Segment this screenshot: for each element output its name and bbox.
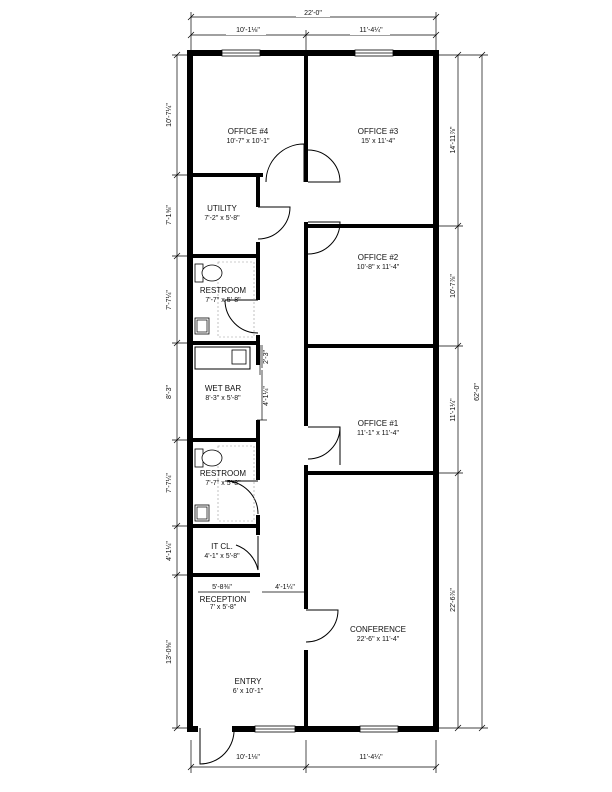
- office2-name: OFFICE #2: [358, 253, 399, 262]
- restroom2-name: RESTROOM: [200, 469, 247, 478]
- reception-size: 7' x 5'-8": [210, 604, 237, 611]
- reception-name: RECEPTION: [200, 595, 247, 604]
- office3-size: 15' x 11'-4": [361, 138, 395, 145]
- conference-name: CONFERENCE: [350, 625, 406, 634]
- door-restroom2: [224, 480, 259, 515]
- exterior-walls: [187, 49, 439, 733]
- door-itcl: [235, 536, 259, 571]
- right-total-dim: 62'-0": [474, 383, 481, 401]
- door-restroom1: [224, 299, 259, 334]
- entry-name: ENTRY: [235, 677, 263, 686]
- right-dim-4: 22'-6⅞": [450, 588, 457, 612]
- door-office1: [307, 426, 341, 460]
- room-labels: OFFICE #4 10'-7" x 10'-1" OFFICE #3 15' …: [200, 127, 406, 695]
- restroom-fixtures: [194, 261, 255, 522]
- office2-size: 10'-8" x 11'-4": [357, 264, 400, 271]
- toilet-bowl-1: [201, 264, 223, 282]
- door-utility: [257, 206, 291, 240]
- right-dim-2: 10'-7⅞": [450, 274, 457, 298]
- wet-bar-sink: [231, 349, 247, 365]
- left-dim-3: 7'-7¼": [166, 290, 173, 310]
- sink-2: [194, 504, 210, 522]
- right-dimensions: 14'-11⅞" 10'-7⅞" 11'-1¼" 22'-6⅞" 62'-0": [437, 51, 488, 732]
- bottom-right-dim: 11'-4¼": [359, 754, 383, 761]
- door-office2: [307, 221, 341, 255]
- door-office4: [265, 143, 305, 183]
- left-dim-5: 7'-7¼": [166, 473, 173, 493]
- office4-name: OFFICE #4: [228, 127, 269, 136]
- corridor-width-dim: 4'-1¼": [275, 584, 295, 591]
- door-entry: [199, 727, 235, 765]
- bottom-left-dim: 10'-1⅛": [236, 754, 260, 761]
- office4-size: 10'-7" x 10'-1": [226, 138, 270, 145]
- left-dim-2: 7'-1⅝": [166, 205, 173, 225]
- wetbar-corridor-dim: 4'-1¼": [263, 386, 270, 406]
- door-conference: [305, 609, 339, 643]
- itcl-size: 4'-1" x 5'-8": [204, 553, 240, 560]
- wetbar-name: WET BAR: [205, 384, 242, 393]
- interior-walls: [193, 56, 433, 726]
- left-dim-1: 10'-7¼": [166, 103, 173, 127]
- utility-name: UTILITY: [207, 204, 237, 213]
- sink-1: [194, 317, 210, 335]
- right-dim-3: 11'-1¼": [450, 398, 457, 422]
- bottom-dimensions: 10'-1⅛" 11'-4¼": [187, 740, 440, 773]
- wetbar-size: 8'-3" x 5'-8": [205, 395, 241, 402]
- left-dim-6: 4'-1¼": [166, 541, 173, 561]
- restroom2-size: 7'-7" x 5'-8": [205, 480, 241, 487]
- office1-name: OFFICE #1: [358, 419, 399, 428]
- top-total-dim: 22'-0": [304, 10, 322, 17]
- restroom1-size: 7'-7" x 5'-8": [205, 297, 241, 304]
- top-dimensions: 22'-0" 10'-1⅛" 11'-4¼": [187, 8, 440, 50]
- office1-size: 11'-1" x 11'-4": [357, 430, 400, 437]
- wet-bar-counter: [194, 346, 251, 370]
- conference-size: 22'-6" x 11'-4": [357, 636, 400, 643]
- office3-name: OFFICE #3: [358, 127, 399, 136]
- wetbar-small-dim: 2'-3": [263, 350, 270, 364]
- itcl-name: IT CL.: [211, 542, 233, 551]
- top-left-dim: 10'-1⅛": [236, 27, 260, 34]
- right-dim-1: 14'-11⅞": [450, 126, 457, 154]
- reception-width-dim: 5'-8⅜": [212, 584, 232, 591]
- entry-size: 6' x 10'-1": [233, 688, 264, 695]
- door-office3: [307, 149, 341, 183]
- doors: [199, 143, 341, 765]
- inner-dimensions: 2'-3" 4'-1¼" 5'-8⅜" 4'-1¼": [198, 345, 304, 593]
- left-dim-7: 13'-0⅝": [166, 640, 173, 664]
- utility-size: 7'-2" x 5'-8": [204, 215, 240, 222]
- toilet-bowl-2: [201, 449, 223, 467]
- left-dim-4: 8'-3": [166, 385, 173, 399]
- restroom1-name: RESTROOM: [200, 286, 247, 295]
- top-right-dim: 11'-4¼": [359, 27, 383, 34]
